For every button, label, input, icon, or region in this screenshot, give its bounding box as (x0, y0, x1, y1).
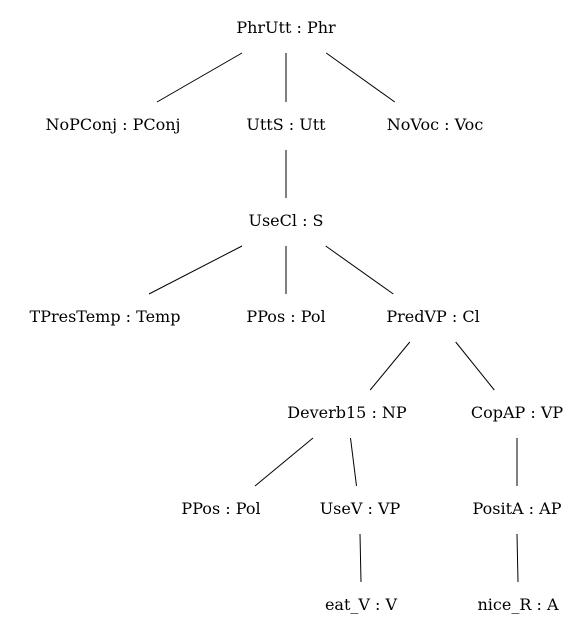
tree-node-labels: PhrUtt : Phr NoPConj : PConj UttS : Utt … (30, 18, 564, 614)
tree-edge-n8-n11 (350, 437, 357, 487)
tree-edge-n12-n14 (516, 533, 519, 583)
node-ppos-2: PPos : Pol (181, 499, 260, 518)
node-ppos-1: PPos : Pol (246, 307, 325, 326)
node-posita: PositA : AP (473, 499, 562, 518)
tree-edge-n11-n13 (359, 533, 362, 583)
node-novoc: NoVoc : Voc (387, 115, 484, 134)
node-usev: UseV : VP (320, 499, 401, 518)
node-nopconj: NoPConj : PConj (45, 115, 180, 134)
tree-edge-n0-n3 (325, 52, 396, 103)
node-tprestemp: TPresTemp : Temp (30, 307, 181, 326)
tree-edge-n7-n8 (369, 341, 411, 391)
node-usecl: UseCl : S (248, 211, 323, 230)
node-nice-r: nice_R : A (477, 595, 558, 614)
node-eat-v: eat_V : V (325, 595, 398, 614)
tree-edge-n4-n5 (148, 245, 243, 295)
node-phrutt: PhrUtt : Phr (236, 18, 336, 37)
tree-edge-n7-n9 (455, 341, 495, 391)
tree-edges (148, 52, 519, 583)
tree-edge-n8-n10 (254, 437, 314, 487)
node-utts: UttS : Utt (246, 115, 326, 134)
node-predvp: PredVP : Cl (386, 307, 479, 326)
node-deverb15: Deverb15 : NP (287, 403, 407, 422)
node-copap: CopAP : VP (471, 403, 564, 422)
tree-edge-n0-n1 (156, 52, 243, 103)
tree-edge-n4-n7 (325, 245, 394, 295)
